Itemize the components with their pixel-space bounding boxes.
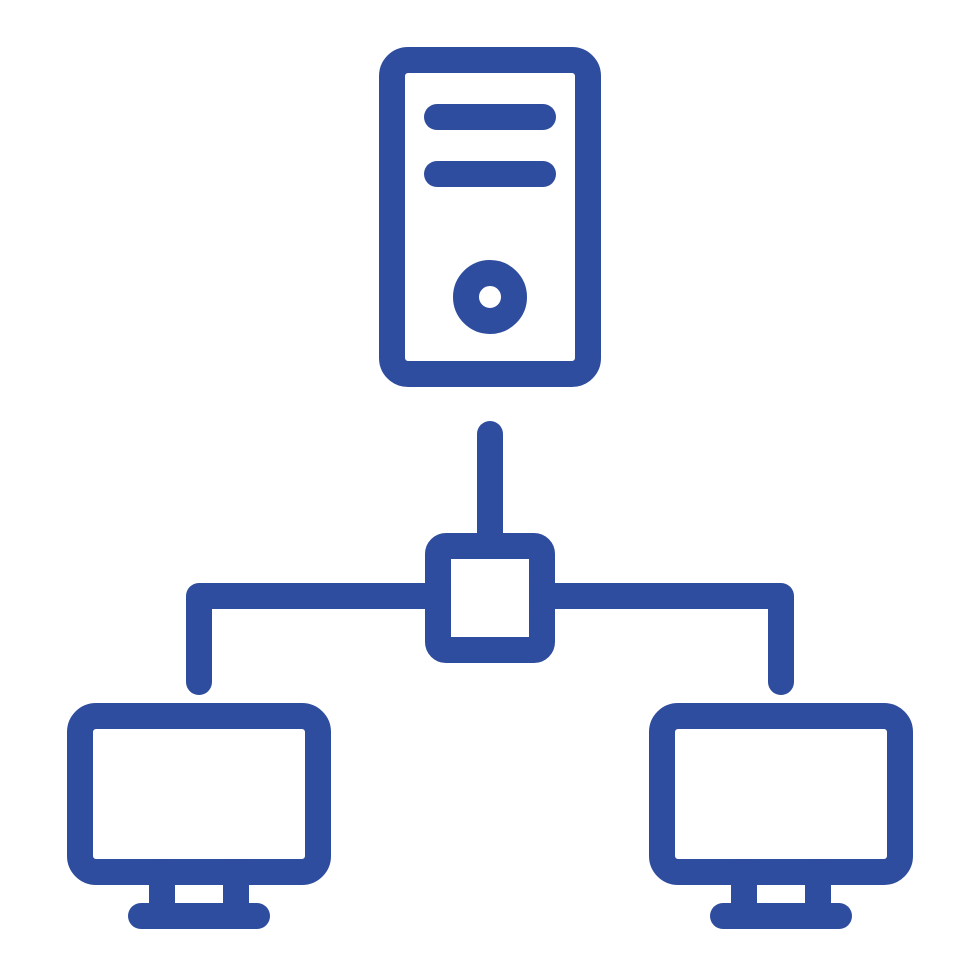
network-switch-icon: [425, 533, 555, 663]
left-monitor-screen: [67, 703, 331, 885]
left-branch-line: [186, 583, 451, 695]
server-body: [379, 47, 601, 387]
server-tower-icon: [379, 47, 601, 387]
right-branch-line: [529, 583, 794, 695]
server-power-button: [453, 260, 527, 334]
desktop-monitor-icon: [649, 703, 913, 929]
right-monitor-screen: [649, 703, 913, 885]
desktop-monitor-icon: [67, 703, 331, 929]
